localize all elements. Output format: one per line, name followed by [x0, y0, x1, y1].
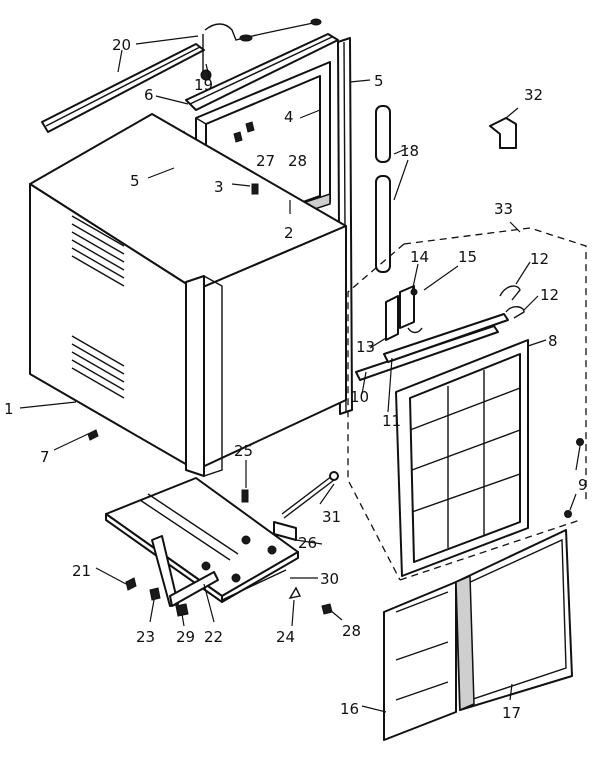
screw-28-upper	[245, 121, 255, 133]
callout-5-left: 5	[130, 172, 140, 190]
callout-18: 18	[400, 142, 419, 160]
clip-lower	[505, 306, 525, 319]
clip-upper	[499, 285, 521, 301]
clip-24	[288, 586, 302, 599]
callout-12-lower: 12	[540, 286, 559, 304]
callout-10: 10	[350, 388, 369, 406]
callout-30: 30	[320, 570, 339, 588]
callout-27: 27	[256, 152, 275, 170]
inner-panel	[185, 274, 223, 477]
screw-27	[233, 131, 243, 143]
callout-33: 33	[494, 200, 513, 218]
callout-15: 15	[458, 248, 477, 266]
callout-17: 17	[502, 704, 521, 722]
side-panel	[383, 581, 457, 741]
callout-14: 14	[410, 248, 429, 266]
top-trim-strip	[41, 43, 205, 133]
callout-23: 23	[136, 628, 155, 646]
callout-9: 9	[578, 476, 588, 494]
callout-13: 13	[356, 338, 375, 356]
callout-29: 29	[176, 628, 195, 646]
callout-22: 22	[204, 628, 223, 646]
callout-5-right: 5	[374, 72, 384, 90]
rail-11	[383, 313, 509, 363]
foot-23	[149, 587, 161, 601]
callout-11: 11	[382, 412, 401, 430]
callout-12-upper: 12	[530, 250, 549, 268]
foot-29	[175, 603, 189, 617]
screw-25	[241, 489, 249, 503]
louver-mechanism	[385, 285, 423, 341]
callout-26: 26	[298, 534, 317, 552]
callout-28-upper: 28	[288, 152, 307, 170]
front-top-trim	[185, 33, 339, 111]
grille-assembly-outline	[347, 227, 587, 581]
cabinet	[29, 113, 347, 471]
callout-2: 2	[284, 224, 294, 242]
seal-upper	[375, 105, 391, 163]
screw-3	[251, 183, 259, 195]
callout-24: 24	[276, 628, 295, 646]
callout-20: 20	[112, 36, 131, 54]
callout-31: 31	[322, 508, 341, 526]
callout-21: 21	[72, 562, 91, 580]
callout-32: 32	[524, 86, 543, 104]
callout-6: 6	[144, 86, 154, 104]
callout-4: 4	[284, 108, 294, 126]
front-panel	[455, 529, 573, 712]
callout-7: 7	[40, 448, 50, 466]
screw-9-upper	[576, 438, 584, 446]
rod	[281, 471, 339, 519]
front-grille	[395, 339, 529, 577]
callout-3: 3	[214, 178, 224, 196]
leg-22	[151, 535, 219, 607]
callout-25: 25	[234, 442, 253, 460]
wire-cord	[200, 18, 322, 81]
callout-1: 1	[4, 400, 14, 418]
screw-7	[87, 429, 99, 441]
callout-19: 19	[194, 76, 213, 94]
bar-30	[221, 569, 287, 601]
callout-16: 16	[340, 700, 359, 718]
callout-28-lower: 28	[342, 622, 361, 640]
screw-21	[125, 577, 137, 591]
seal-lower	[375, 175, 391, 273]
leader-lines	[19, 35, 581, 713]
screw-9-lower	[564, 510, 572, 518]
screw-28-lower	[321, 603, 333, 615]
bracket	[489, 117, 517, 149]
callout-8: 8	[548, 332, 558, 350]
callout-labels: 20 19 6 5 4 27 28 3 2 5 18 32 33 14 15 1…	[4, 36, 588, 722]
